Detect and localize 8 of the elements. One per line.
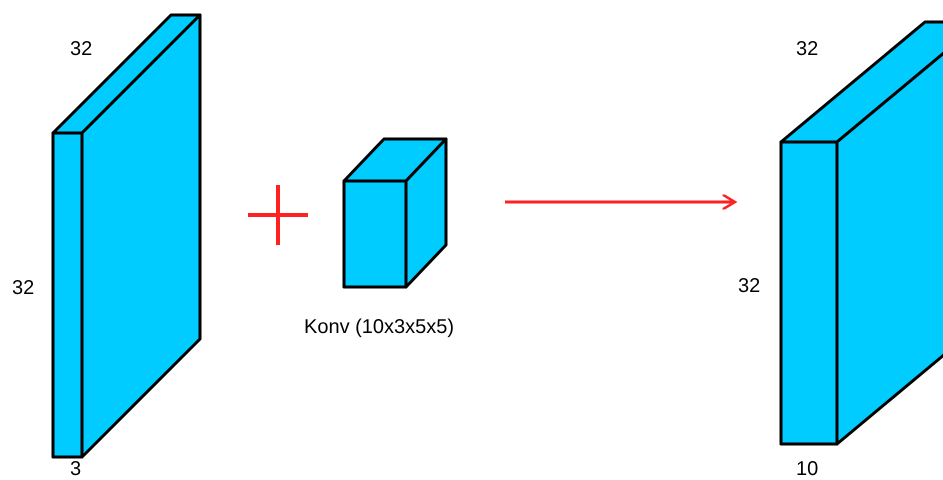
dimension-label: 3 xyxy=(70,458,82,480)
dimension-label: 32 xyxy=(796,38,818,60)
kernel-caption: Konv (10x3x5x5) xyxy=(304,316,454,338)
dimension-label: 32 xyxy=(738,275,760,297)
arrow xyxy=(505,193,736,211)
dimension-label: 32 xyxy=(70,38,92,60)
dimension-label: 10 xyxy=(796,458,818,480)
dimension-label: 32 xyxy=(12,277,34,299)
